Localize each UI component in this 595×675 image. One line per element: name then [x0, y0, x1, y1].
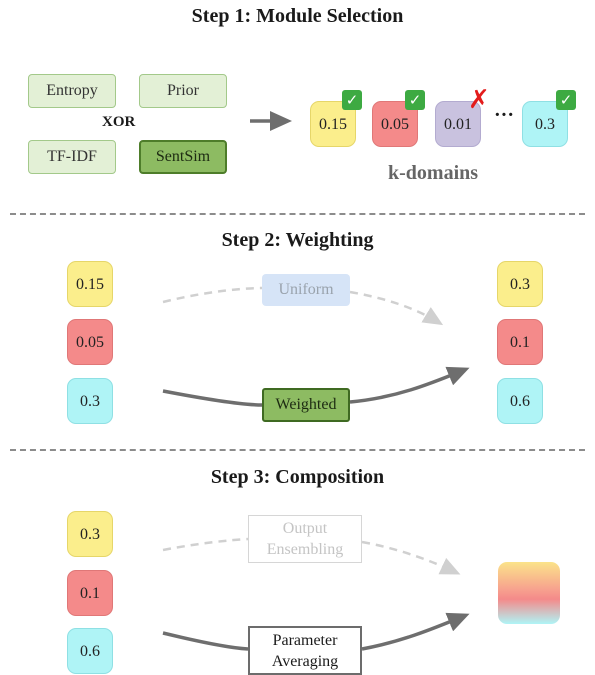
weight-output-1: 0.3: [497, 261, 543, 307]
weighted-arrow-tail: [349, 366, 470, 404]
divider-1: [10, 213, 585, 215]
ensembling-arrow: [162, 537, 249, 552]
averaging-arrow: [162, 631, 249, 651]
output-ensembling-label: Output Ensembling: [248, 515, 362, 563]
compose-input-2: 0.1: [67, 570, 113, 616]
weight-input-3: 0.3: [67, 378, 113, 424]
weight-input-2: 0.05: [67, 319, 113, 365]
uniform-arrow-tail: [349, 290, 444, 326]
step1-title: Step 1: Module Selection: [191, 5, 404, 27]
parameter-averaging-label: Parameter Averaging: [248, 626, 362, 675]
k-domains-label: k-domains: [388, 162, 479, 184]
divider-2: [10, 449, 585, 451]
averaging-line-2: Averaging: [271, 653, 339, 670]
module-prior[interactable]: Prior: [139, 74, 227, 108]
compose-input-3: 0.6: [67, 628, 113, 674]
check-icon: ✓: [556, 90, 576, 110]
check-icon: ✓: [405, 90, 425, 110]
weight-output-3: 0.6: [497, 378, 543, 424]
weighted-label: Weighted: [262, 388, 350, 422]
weight-output-2: 0.1: [497, 319, 543, 365]
cross-icon: ✗: [468, 85, 490, 115]
module-entropy[interactable]: Entropy: [28, 74, 116, 108]
uniform-arrow: [162, 286, 263, 304]
weight-input-1: 0.15: [67, 261, 113, 307]
module-sentsim-selected[interactable]: SentSim: [139, 140, 227, 174]
step3-title: Step 3: Composition: [210, 466, 385, 488]
ensembling-line-2: Ensembling: [266, 541, 344, 558]
step2-title: Step 2: Weighting: [221, 229, 374, 251]
ensembling-line-1: Output: [282, 520, 328, 537]
check-icon: ✓: [342, 90, 362, 110]
compose-input-1: 0.3: [67, 511, 113, 557]
domain-tile-2: 0.05: [372, 101, 418, 147]
ellipsis: ···: [494, 104, 515, 126]
averaging-arrow-tail: [361, 612, 470, 651]
averaging-line-1: Parameter: [272, 632, 338, 649]
domain-tile-3: 0.01: [435, 101, 481, 147]
weighted-arrow: [162, 389, 263, 407]
uniform-label: Uniform: [262, 274, 350, 306]
ensembling-arrow-tail: [361, 540, 461, 575]
merged-model-tile: [498, 562, 560, 624]
xor-label: XOR: [102, 114, 136, 130]
module-tfidf[interactable]: TF-IDF: [28, 140, 116, 174]
